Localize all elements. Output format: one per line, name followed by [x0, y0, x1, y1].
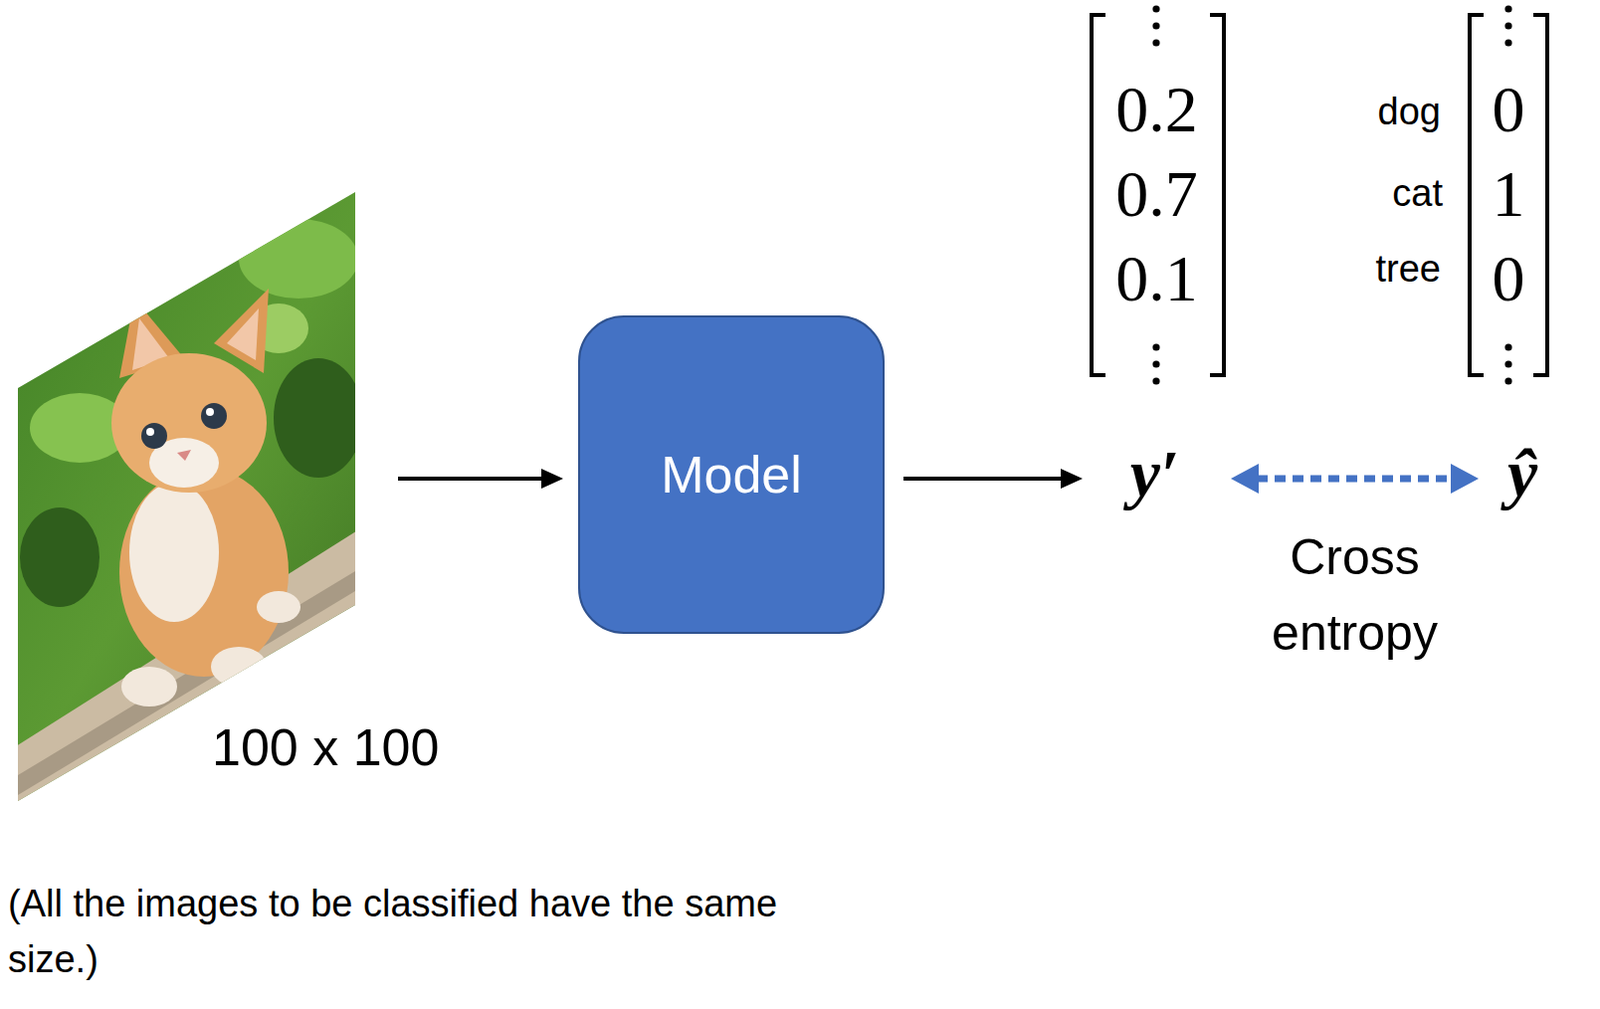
- vector-value: 0: [1464, 76, 1553, 143]
- note: (All the images to be classified have th…: [7, 875, 804, 988]
- arrow-head: [1230, 463, 1259, 494]
- arrow-head: [1060, 468, 1083, 489]
- connector-line: [1256, 475, 1453, 483]
- vector-value: 0.7: [1084, 161, 1229, 227]
- connector: [398, 468, 564, 489]
- edge-label: Cross entropy: [1225, 519, 1485, 671]
- target-symbol: ŷ: [1478, 439, 1567, 508]
- class-name: cat: [1392, 171, 1443, 217]
- vector-bracket: 0.2 0.7 0.1 y′: [1084, 0, 1229, 518]
- connector-line: [398, 476, 544, 481]
- connector: [1230, 463, 1479, 494]
- class-name: dog: [1378, 89, 1441, 136]
- vector-value: 0.1: [1084, 245, 1229, 312]
- model-box: Model: [578, 315, 885, 634]
- size-label: 100 x 100: [211, 721, 439, 774]
- output-symbol: y′: [1082, 439, 1227, 508]
- connector-line: [903, 476, 1063, 481]
- model-label: Model: [660, 448, 802, 501]
- input-image: 100 x 100: [17, 192, 397, 801]
- vector-value: 0.2: [1084, 76, 1229, 143]
- vector-bracket: 010ŷ: [1464, 0, 1553, 518]
- photo: [0, 179, 379, 816]
- arrow-head: [541, 468, 564, 489]
- class-name: tree: [1376, 246, 1441, 293]
- vector-value: 1: [1464, 161, 1553, 227]
- connector: [903, 468, 1083, 489]
- arrow-head: [1450, 463, 1479, 494]
- vector-value: 0: [1464, 245, 1553, 312]
